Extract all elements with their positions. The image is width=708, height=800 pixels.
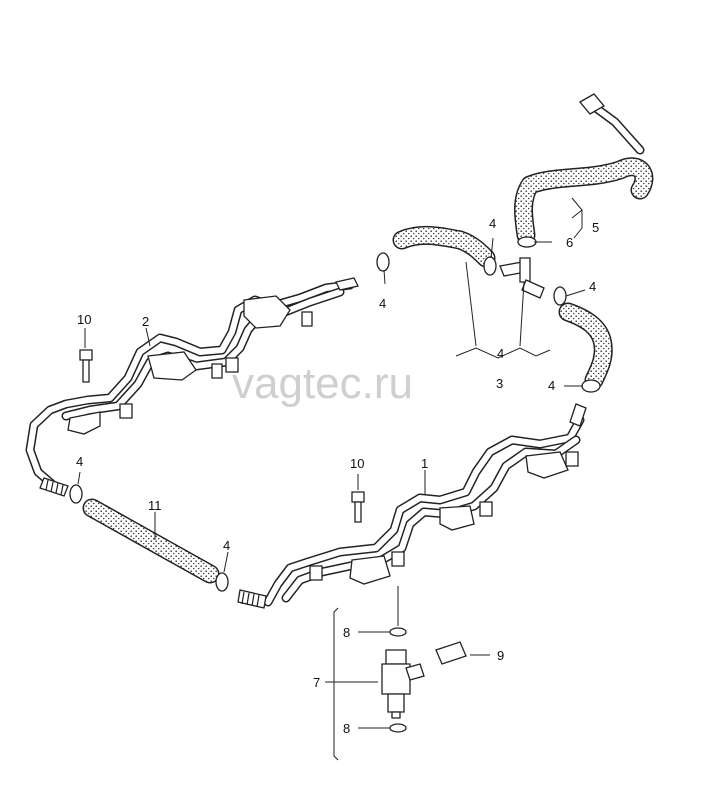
t-piece-connector — [499, 257, 545, 299]
callout-4-return: 4 — [589, 279, 596, 294]
callout-4-tee: 4 — [489, 216, 496, 231]
callout-7: 7 — [313, 675, 320, 690]
callout-10-right: 10 — [350, 456, 364, 471]
leader-lines — [77, 197, 586, 761]
retaining-clip — [435, 641, 467, 665]
callout-labels: 1 2 3 4 4 4 4 4 4 4 5 6 7 8 8 9 10 10 11 — [76, 216, 599, 736]
callout-9: 9 — [497, 648, 504, 663]
callout-4-crossover: 4 — [379, 296, 386, 311]
callout-4-left: 4 — [76, 454, 83, 469]
hose-clamps — [69, 236, 601, 592]
callout-4-hose11: 4 — [223, 538, 230, 553]
callout-8-upper: 8 — [343, 625, 350, 640]
callout-6: 6 — [566, 235, 573, 250]
bolt-right — [351, 491, 365, 523]
fuel-hose-return — [558, 302, 613, 390]
seal-ring-lower — [389, 723, 407, 733]
watermark: vagtec.ru — [232, 359, 413, 408]
fuel-rail-right — [237, 403, 587, 609]
callout-11: 11 — [148, 498, 162, 513]
fuel-rail-left — [25, 277, 359, 497]
callout-4-return-lower: 4 — [548, 378, 555, 393]
callout-3: 3 — [496, 376, 503, 391]
callout-5: 5 — [592, 220, 599, 235]
callout-2: 2 — [142, 314, 149, 329]
fuel-hose-supply — [514, 93, 654, 245]
fuel-injector — [381, 649, 425, 719]
fuel-hose-part-11 — [82, 498, 220, 584]
callout-10-left: 10 — [77, 312, 91, 327]
callout-8-lower: 8 — [343, 721, 350, 736]
callout-1: 1 — [421, 456, 428, 471]
callout-4-bracket: 4 — [497, 346, 504, 361]
bolt-left — [79, 349, 93, 383]
fuel-hose-crossover — [392, 225, 496, 268]
seal-ring-upper — [389, 627, 407, 637]
